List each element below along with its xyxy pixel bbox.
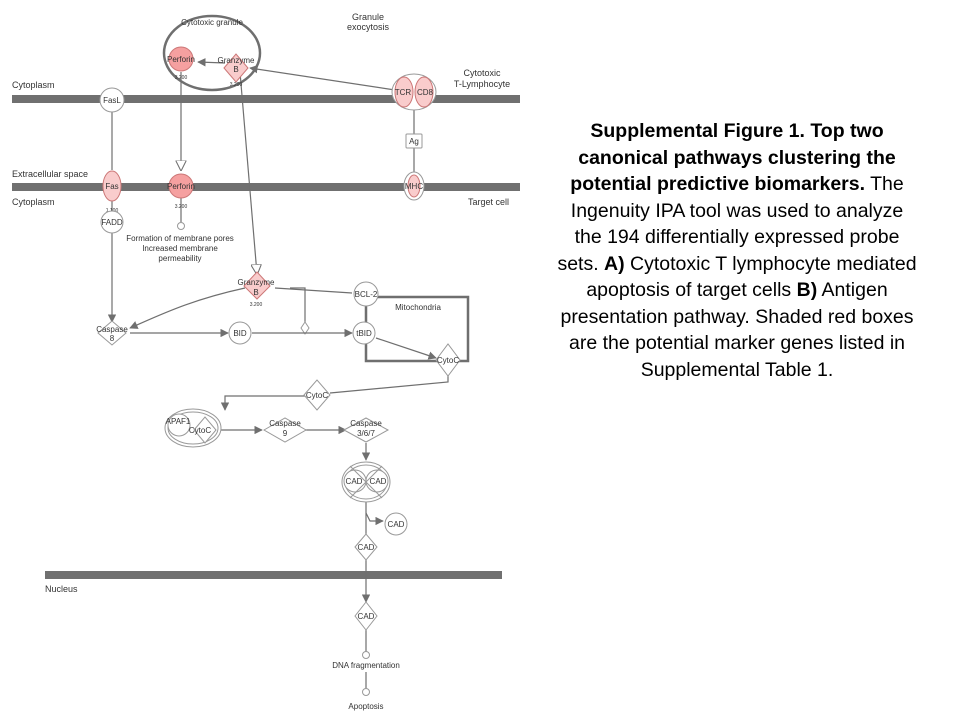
node-fas: Fas 1.100	[102, 170, 122, 214]
edge-granzyme-bcl2	[274, 287, 353, 294]
svg-text:CytoC: CytoC	[437, 356, 459, 365]
apoptosis-terminal	[362, 688, 370, 696]
extracellular-space-label: Extracellular space	[12, 169, 88, 179]
node-mhc: MHC	[403, 171, 425, 201]
svg-text:CAD: CAD	[370, 477, 387, 486]
caption-title: Supplemental Figure 1. Top two canonical…	[570, 120, 896, 195]
edge-granzyme-diamond	[290, 287, 306, 322]
target-cell-membrane	[12, 183, 520, 191]
node-fasl: FasL	[99, 87, 125, 113]
svg-text:CytoC: CytoC	[189, 426, 211, 435]
node-perforin-mid: Perforin 3.200	[167, 173, 195, 210]
svg-text:BCL-2: BCL-2	[355, 290, 378, 299]
edge-granzyme-down	[239, 71, 257, 274]
node-cad-nucleus: CAD	[354, 601, 378, 631]
caption-label-b: B)	[796, 279, 818, 301]
caption-body-3: Antigen presentation pathway. Shaded red…	[560, 279, 914, 381]
edge-tbid-cytoc	[375, 337, 437, 360]
svg-text:TCR: TCR	[395, 88, 412, 97]
svg-text:CytoC: CytoC	[306, 391, 328, 400]
dna-fragmentation-terminal	[362, 651, 370, 659]
svg-text:CAD: CAD	[358, 543, 375, 552]
node-cad-complex: CAD CAD	[341, 461, 391, 503]
edge-cytoc-apaf1	[220, 395, 305, 411]
caption-body-2: Cytotoxic T lymphocyte mediated apoptosi…	[586, 252, 917, 302]
cytotoxic-granule-compartment	[162, 14, 262, 92]
node-bcl-2: BCL-2	[353, 281, 379, 307]
small-diamond	[300, 321, 310, 335]
node-cad-mid: CAD	[354, 533, 378, 561]
edge-cytoc-release	[329, 371, 449, 394]
nucleus-label: Nucleus	[45, 584, 78, 594]
node-cad-side: CAD	[384, 512, 408, 536]
svg-text:BID: BID	[233, 329, 247, 338]
cytoplasm-label-top: Cytoplasm	[12, 80, 55, 90]
edge-granzyme-perforin	[197, 58, 226, 67]
dna-fragmentation-label: DNA fragmentation	[332, 661, 400, 670]
node-tcr-cd8: TCR CD8	[391, 73, 437, 111]
cytoplasm-membrane-top	[12, 95, 520, 103]
node-tbid: tBID	[352, 321, 376, 345]
svg-text:APAF1: APAF1	[166, 417, 191, 426]
svg-text:FasL: FasL	[103, 96, 121, 105]
svg-text:3.200: 3.200	[175, 75, 188, 81]
pores-terminal	[177, 222, 185, 230]
nucleus-membrane	[45, 571, 502, 579]
edge-granzyme-caspase8	[129, 287, 246, 329]
svg-text:Fas: Fas	[105, 182, 118, 191]
caption-label-a: A)	[604, 252, 625, 275]
svg-text:3.200: 3.200	[230, 82, 243, 88]
node-perforin-top: Perforin 3.200	[167, 46, 195, 81]
node-apaf1-cytoc-complex: APAF1 CytoC	[164, 408, 222, 448]
svg-text:3.200: 3.200	[250, 302, 263, 308]
node-cytoc-free: CytoC	[303, 379, 331, 411]
svg-text:3.200: 3.200	[175, 204, 188, 210]
svg-text:MHC: MHC	[405, 182, 423, 191]
node-cytoc-mitochondria: CytoC	[435, 343, 461, 377]
figure-caption: Supplemental Figure 1. Top two canonical…	[556, 118, 918, 383]
node-ag: Ag	[405, 133, 423, 149]
svg-text:CAD: CAD	[346, 477, 363, 486]
edge-cad-side	[365, 512, 384, 526]
svg-text:Perforin: Perforin	[167, 55, 195, 64]
svg-text:CAD: CAD	[388, 520, 405, 529]
svg-text:tBID: tBID	[356, 329, 372, 338]
svg-text:CD8: CD8	[417, 88, 434, 97]
node-fadd: FADD	[100, 210, 124, 234]
svg-text:FADD: FADD	[101, 218, 123, 227]
svg-text:Ag: Ag	[409, 137, 419, 146]
target-cell-label: Target cell	[468, 197, 509, 207]
edge-tcr-granzyme	[249, 64, 396, 91]
svg-text:CAD: CAD	[358, 612, 375, 621]
node-bid: BID	[228, 321, 252, 345]
caption-body-1: The Ingenuity IPA tool was used to analy…	[557, 173, 904, 275]
cytoplasm-label-bottom: Cytoplasm	[12, 197, 55, 207]
mitochondria-label: Mitochondria	[395, 303, 441, 312]
apoptosis-label: Apoptosis	[348, 702, 383, 711]
svg-text:Perforin: Perforin	[167, 182, 195, 191]
cytotoxic-granule-label: Cytotoxic granule	[181, 18, 243, 27]
